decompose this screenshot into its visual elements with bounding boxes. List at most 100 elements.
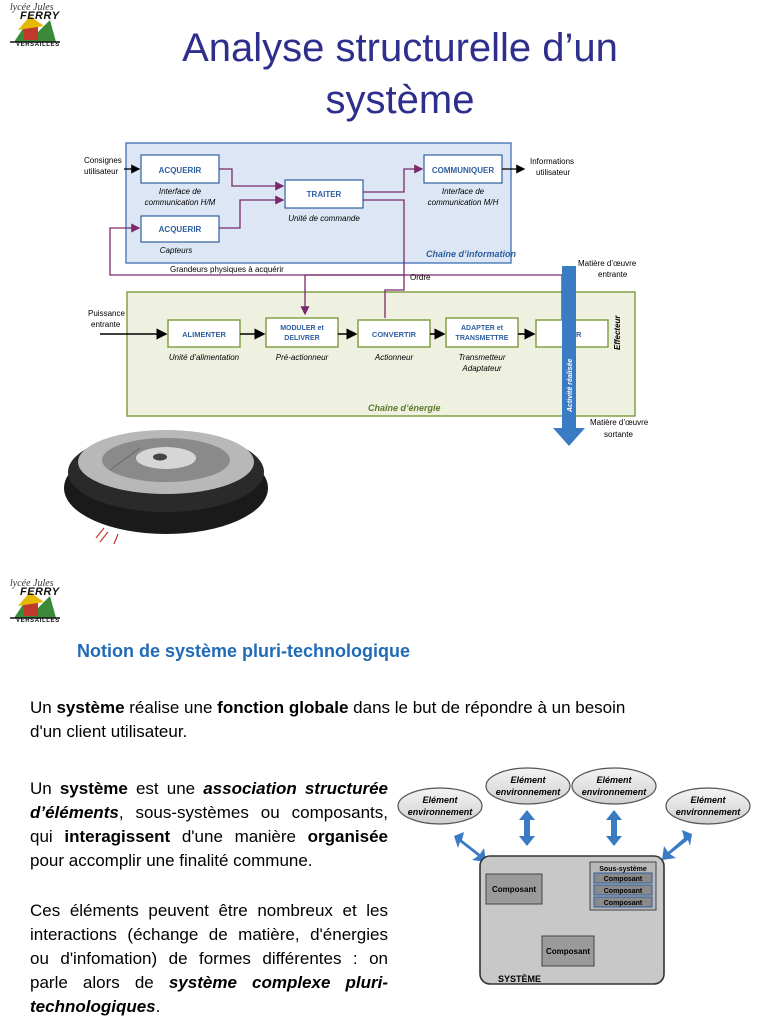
moduler-label-b: DELIVRER [284, 335, 319, 342]
energy-chain-area [126, 291, 636, 417]
informations-label-b: utilisateur [536, 168, 571, 177]
paragraph-complex-system: Ces éléments peuvent être nombreux et le… [30, 899, 388, 1019]
acquerir-caption-1a: Interface de [159, 187, 202, 196]
section-heading: Notion de système pluri-technologique [77, 641, 411, 661]
component-left: Composant [485, 873, 543, 905]
component-label: Composant [546, 947, 590, 956]
paragraph-system-association: Un système est une association structuré… [30, 777, 388, 873]
environment-element-4: Elément environnement [665, 787, 751, 825]
capteurs-caption: Capteurs [160, 246, 192, 255]
consignes-label-a: Consignes [84, 156, 122, 165]
acquerir-caption-1b: communication H/M [145, 198, 216, 207]
environment-element-2: Elément environnement [485, 767, 571, 805]
sub-component-label: Composant [604, 888, 643, 895]
adapter-caption-b: Adaptateur [461, 364, 501, 373]
env-label: Elément [510, 775, 546, 785]
subsystem-box: Sous-système Composant Composant Composa… [589, 861, 657, 911]
text-run: Un [30, 779, 60, 798]
adapter-box: ADAPTER et TRANSMETTRE [445, 317, 519, 348]
sub-component-label: Composant [604, 900, 643, 907]
text-run: . [155, 997, 161, 1016]
matiere-sortante-b: sortante [604, 430, 633, 439]
unite-commande-caption: Unité de commande [288, 214, 360, 223]
bold-run: fonction globale [217, 698, 349, 717]
component-bottom: Composant [541, 935, 595, 967]
moduler-box: MODULER et DELIVRER [265, 317, 339, 348]
logo-name: FERRY [20, 586, 60, 598]
text-run: Un [30, 698, 57, 717]
text-run: est une [127, 779, 204, 798]
traiter-label: TRAITER [307, 190, 342, 199]
page-title-line2: système [325, 78, 475, 122]
adapter-caption-a: Transmetteur [459, 353, 506, 362]
matiere-entrante-a: Matière d’œuvre [578, 259, 637, 268]
subsystem-label: Sous-système [599, 866, 647, 873]
env-label: Elément [690, 795, 726, 805]
school-logo-graphic [10, 592, 60, 619]
grandeurs-label: Grandeurs physiques à acquérir [170, 265, 284, 274]
matter-flow-arrow: Activité réalisée [553, 266, 585, 446]
environment-element-3: Elément environnement [571, 767, 657, 805]
bold-run: système [56, 698, 125, 717]
bold-run: système [59, 779, 128, 798]
convertir-box: CONVERTIR [357, 319, 431, 348]
paragraph-system-definition: Un système réalise une fonction globale … [30, 696, 650, 744]
adapter-label-a: ADAPTER et [461, 325, 504, 332]
adapter-label-b: TRANSMETTRE [456, 335, 509, 342]
page-title-line1: Analyse structurelle d’un [182, 26, 618, 70]
text-run: réalise une [124, 698, 218, 717]
functional-chain-diagram: Chaîne d’information Chaîne d’énergie AC… [64, 142, 649, 545]
moduler-caption: Pré-actionneur [276, 353, 329, 362]
alimenter-label: ALIMENTER [182, 330, 226, 339]
text-run: dans le but de répondre à un besoin d'un… [30, 698, 626, 741]
communiquer-label: COMMUNIQUER [432, 166, 494, 175]
communiquer-caption-b: communication M/H [428, 198, 499, 207]
traiter-box: TRAITER [284, 179, 364, 209]
consignes-label-b: utilisateur [84, 167, 119, 176]
acquerir-label-2: ACQUERIR [159, 225, 202, 234]
bold-run: organisée [307, 827, 388, 846]
ordre-label: Ordre [410, 273, 431, 282]
env-label: environnement [408, 807, 474, 817]
systeme-label: SYSTÈME [498, 974, 541, 984]
acquerir-box-2: ACQUERIR [140, 215, 220, 243]
text-run: d'une manière [170, 827, 308, 846]
acquerir-label-1: ACQUERIR [159, 166, 202, 175]
env-label: Elément [596, 775, 632, 785]
text-run: , sous-systèmes ou composants, qui [30, 803, 388, 846]
communiquer-box: COMMUNIQUER [423, 154, 503, 184]
logo-script-text: lycée Jules [10, 578, 54, 589]
school-logo-graphic [10, 16, 60, 43]
env-label: environnement [582, 787, 648, 797]
logo-city: VERSAILLES [16, 42, 60, 48]
env-label: Elément [422, 795, 458, 805]
text-run: pour accomplir une finalité commune. [30, 851, 313, 870]
communiquer-caption-a: Interface de [442, 187, 485, 196]
matiere-sortante-a: Matière d’œuvre [590, 418, 649, 427]
moduler-label-a: MODULER et [280, 325, 324, 332]
effecteur-label: Effecteur [613, 315, 622, 350]
alimenter-box: ALIMENTER [167, 319, 241, 348]
bold-italic-run: association structurée d’éléments [30, 779, 388, 822]
page-title: Analyse structurelle d’un système [100, 22, 700, 126]
alimenter-caption: Unité d’alimentation [169, 353, 240, 362]
logo-name: FERRY [20, 10, 60, 22]
text-run: Ces éléments peuvent être nombreux et le… [30, 901, 388, 992]
puissance-label-a: Puissance [88, 309, 125, 318]
convertir-caption: Actionneur [374, 353, 414, 362]
school-logo-top: lycée Jules FERRY VERSAILLES [6, 2, 62, 52]
system-diagram: Elément environnement Elément environnem… [397, 767, 751, 985]
convertir-label: CONVERTIR [372, 330, 417, 339]
chaine-information-label: Chaîne d’information [426, 249, 517, 259]
chaine-energie-label: Chaîne d’énergie [368, 403, 441, 413]
school-logo-bottom: lycée Jules FERRY VERSAILLES [6, 578, 62, 628]
component-label: Composant [492, 885, 536, 894]
bold-italic-run: système complexe pluri-technologiques [30, 973, 388, 1016]
activite-label: Activité réalisée [567, 359, 574, 413]
informations-label-a: Informations [530, 157, 574, 166]
puissance-label-b: entrante [91, 320, 121, 329]
sub-component-label: Composant [604, 876, 643, 883]
env-label: environnement [676, 807, 742, 817]
logo-script-text: lycée Jules [10, 2, 54, 13]
bold-run: interagissent [64, 827, 171, 846]
